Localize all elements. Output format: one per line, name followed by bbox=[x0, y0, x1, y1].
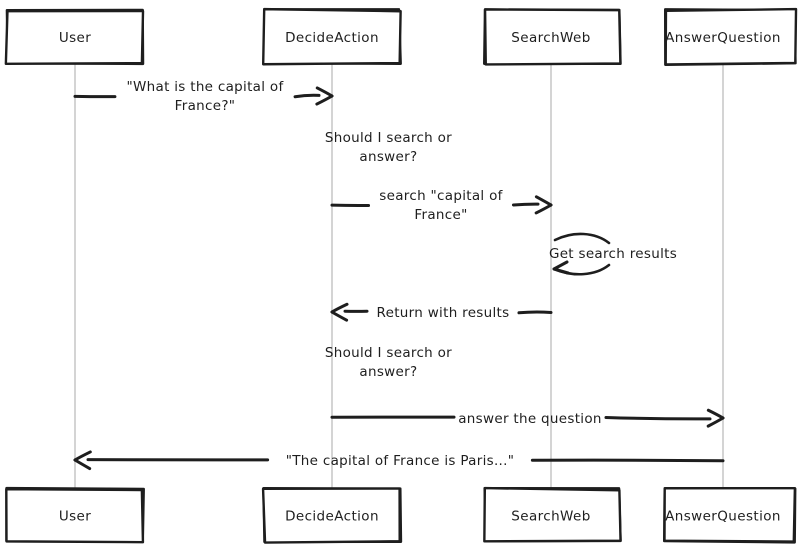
participant-box-outline-pass2 bbox=[5, 487, 145, 544]
message-label-line: "The capital of France is Paris..." bbox=[286, 453, 515, 469]
participant-label: SearchWeb bbox=[511, 508, 590, 524]
message-label-line: Should I search or bbox=[325, 130, 452, 146]
participant-label: DecideAction bbox=[285, 508, 379, 524]
self-loop-arrow-head-icon bbox=[552, 260, 570, 275]
message-label-line: search "capital of bbox=[379, 188, 503, 204]
participants-layer: User DecideAction SearchWeb AnswerQuestion bbox=[4, 7, 798, 66]
message-label-line: answer the question bbox=[458, 411, 602, 427]
arrow-head-stroke bbox=[73, 458, 92, 471]
arrow-head-icon bbox=[330, 302, 349, 322]
participant-box-outline-pass2 bbox=[261, 487, 401, 544]
participant-box-outline-pass2 bbox=[483, 8, 622, 66]
arrow-head-stroke bbox=[330, 310, 349, 322]
participant-answerquestion-bottom[interactable]: AnswerQuestion bbox=[662, 486, 797, 544]
message-line-segment bbox=[530, 458, 725, 463]
participant-label: SearchWeb bbox=[511, 30, 590, 46]
arrow-head-icon bbox=[534, 195, 553, 215]
self-loop-top-stroke bbox=[553, 232, 611, 245]
message-line-segment bbox=[517, 310, 553, 315]
participant-answerquestion[interactable]: AnswerQuestion bbox=[663, 7, 798, 66]
messages-layer: "What is the capital of France?" Should I … bbox=[73, 79, 725, 471]
participant-label: AnswerQuestion bbox=[665, 508, 781, 524]
participant-user[interactable]: User bbox=[4, 8, 145, 66]
message-msg-search[interactable]: search "capital of France" bbox=[330, 188, 553, 223]
participant-searchweb[interactable]: SearchWeb bbox=[483, 8, 622, 66]
participant-label: DecideAction bbox=[285, 30, 379, 46]
arrow-head-icon bbox=[315, 86, 334, 106]
message-msg-return-results[interactable]: Return with results bbox=[330, 302, 553, 322]
participant-box-outline-pass2 bbox=[4, 9, 145, 66]
arrow-head-icon bbox=[73, 450, 92, 471]
message-label-line: Return with results bbox=[377, 305, 510, 321]
message-msg-get-results[interactable]: Get search results bbox=[549, 232, 677, 276]
message-label-line: France" bbox=[414, 207, 467, 223]
message-label-line: Should I search or bbox=[325, 345, 452, 361]
participant-box-outline-pass2 bbox=[663, 486, 797, 543]
message-label-line: answer? bbox=[359, 364, 417, 380]
participant-user-bottom[interactable]: User bbox=[5, 486, 145, 544]
participant-decideaction-bottom[interactable]: DecideAction bbox=[261, 487, 403, 544]
arrow-head-stroke bbox=[534, 203, 553, 215]
message-msg-question[interactable]: "What is the capital of France?" bbox=[73, 79, 334, 114]
message-msg-final-answer[interactable]: "The capital of France is Paris..." bbox=[73, 450, 725, 471]
participant-box-outline-pass2 bbox=[261, 7, 402, 66]
participant-label: User bbox=[59, 30, 91, 46]
bottom-participants-layer: User DecideAction SearchWeb AnswerQuestion bbox=[5, 486, 797, 544]
message-line-segment bbox=[293, 93, 321, 99]
message-note-decide-2[interactable]: Should I search or answer? bbox=[325, 345, 452, 380]
participant-box-outline-pass2 bbox=[664, 7, 798, 66]
participant-decideaction[interactable]: DecideAction bbox=[261, 7, 402, 66]
message-label-line: France?" bbox=[175, 98, 236, 114]
arrow-head-stroke bbox=[706, 416, 725, 428]
participant-label: User bbox=[59, 508, 91, 524]
message-line-segment bbox=[511, 202, 540, 207]
message-msg-answer-question[interactable]: answer the question bbox=[330, 408, 725, 428]
message-label-line: answer? bbox=[359, 149, 417, 165]
message-line-segment bbox=[604, 415, 712, 421]
arrow-head-stroke bbox=[315, 94, 334, 106]
message-label-line: "What is the capital of bbox=[126, 79, 284, 95]
message-label-line: Get search results bbox=[549, 246, 677, 262]
arrow-head-icon bbox=[706, 408, 725, 428]
lifelines-layer bbox=[74, 64, 724, 489]
participant-box-outline-pass2 bbox=[483, 486, 622, 543]
message-note-decide-1[interactable]: Should I search or answer? bbox=[325, 130, 452, 165]
arrow-head-stroke bbox=[706, 408, 725, 420]
participant-label: AnswerQuestion bbox=[665, 30, 781, 46]
participant-searchweb-bottom[interactable]: SearchWeb bbox=[483, 486, 622, 543]
